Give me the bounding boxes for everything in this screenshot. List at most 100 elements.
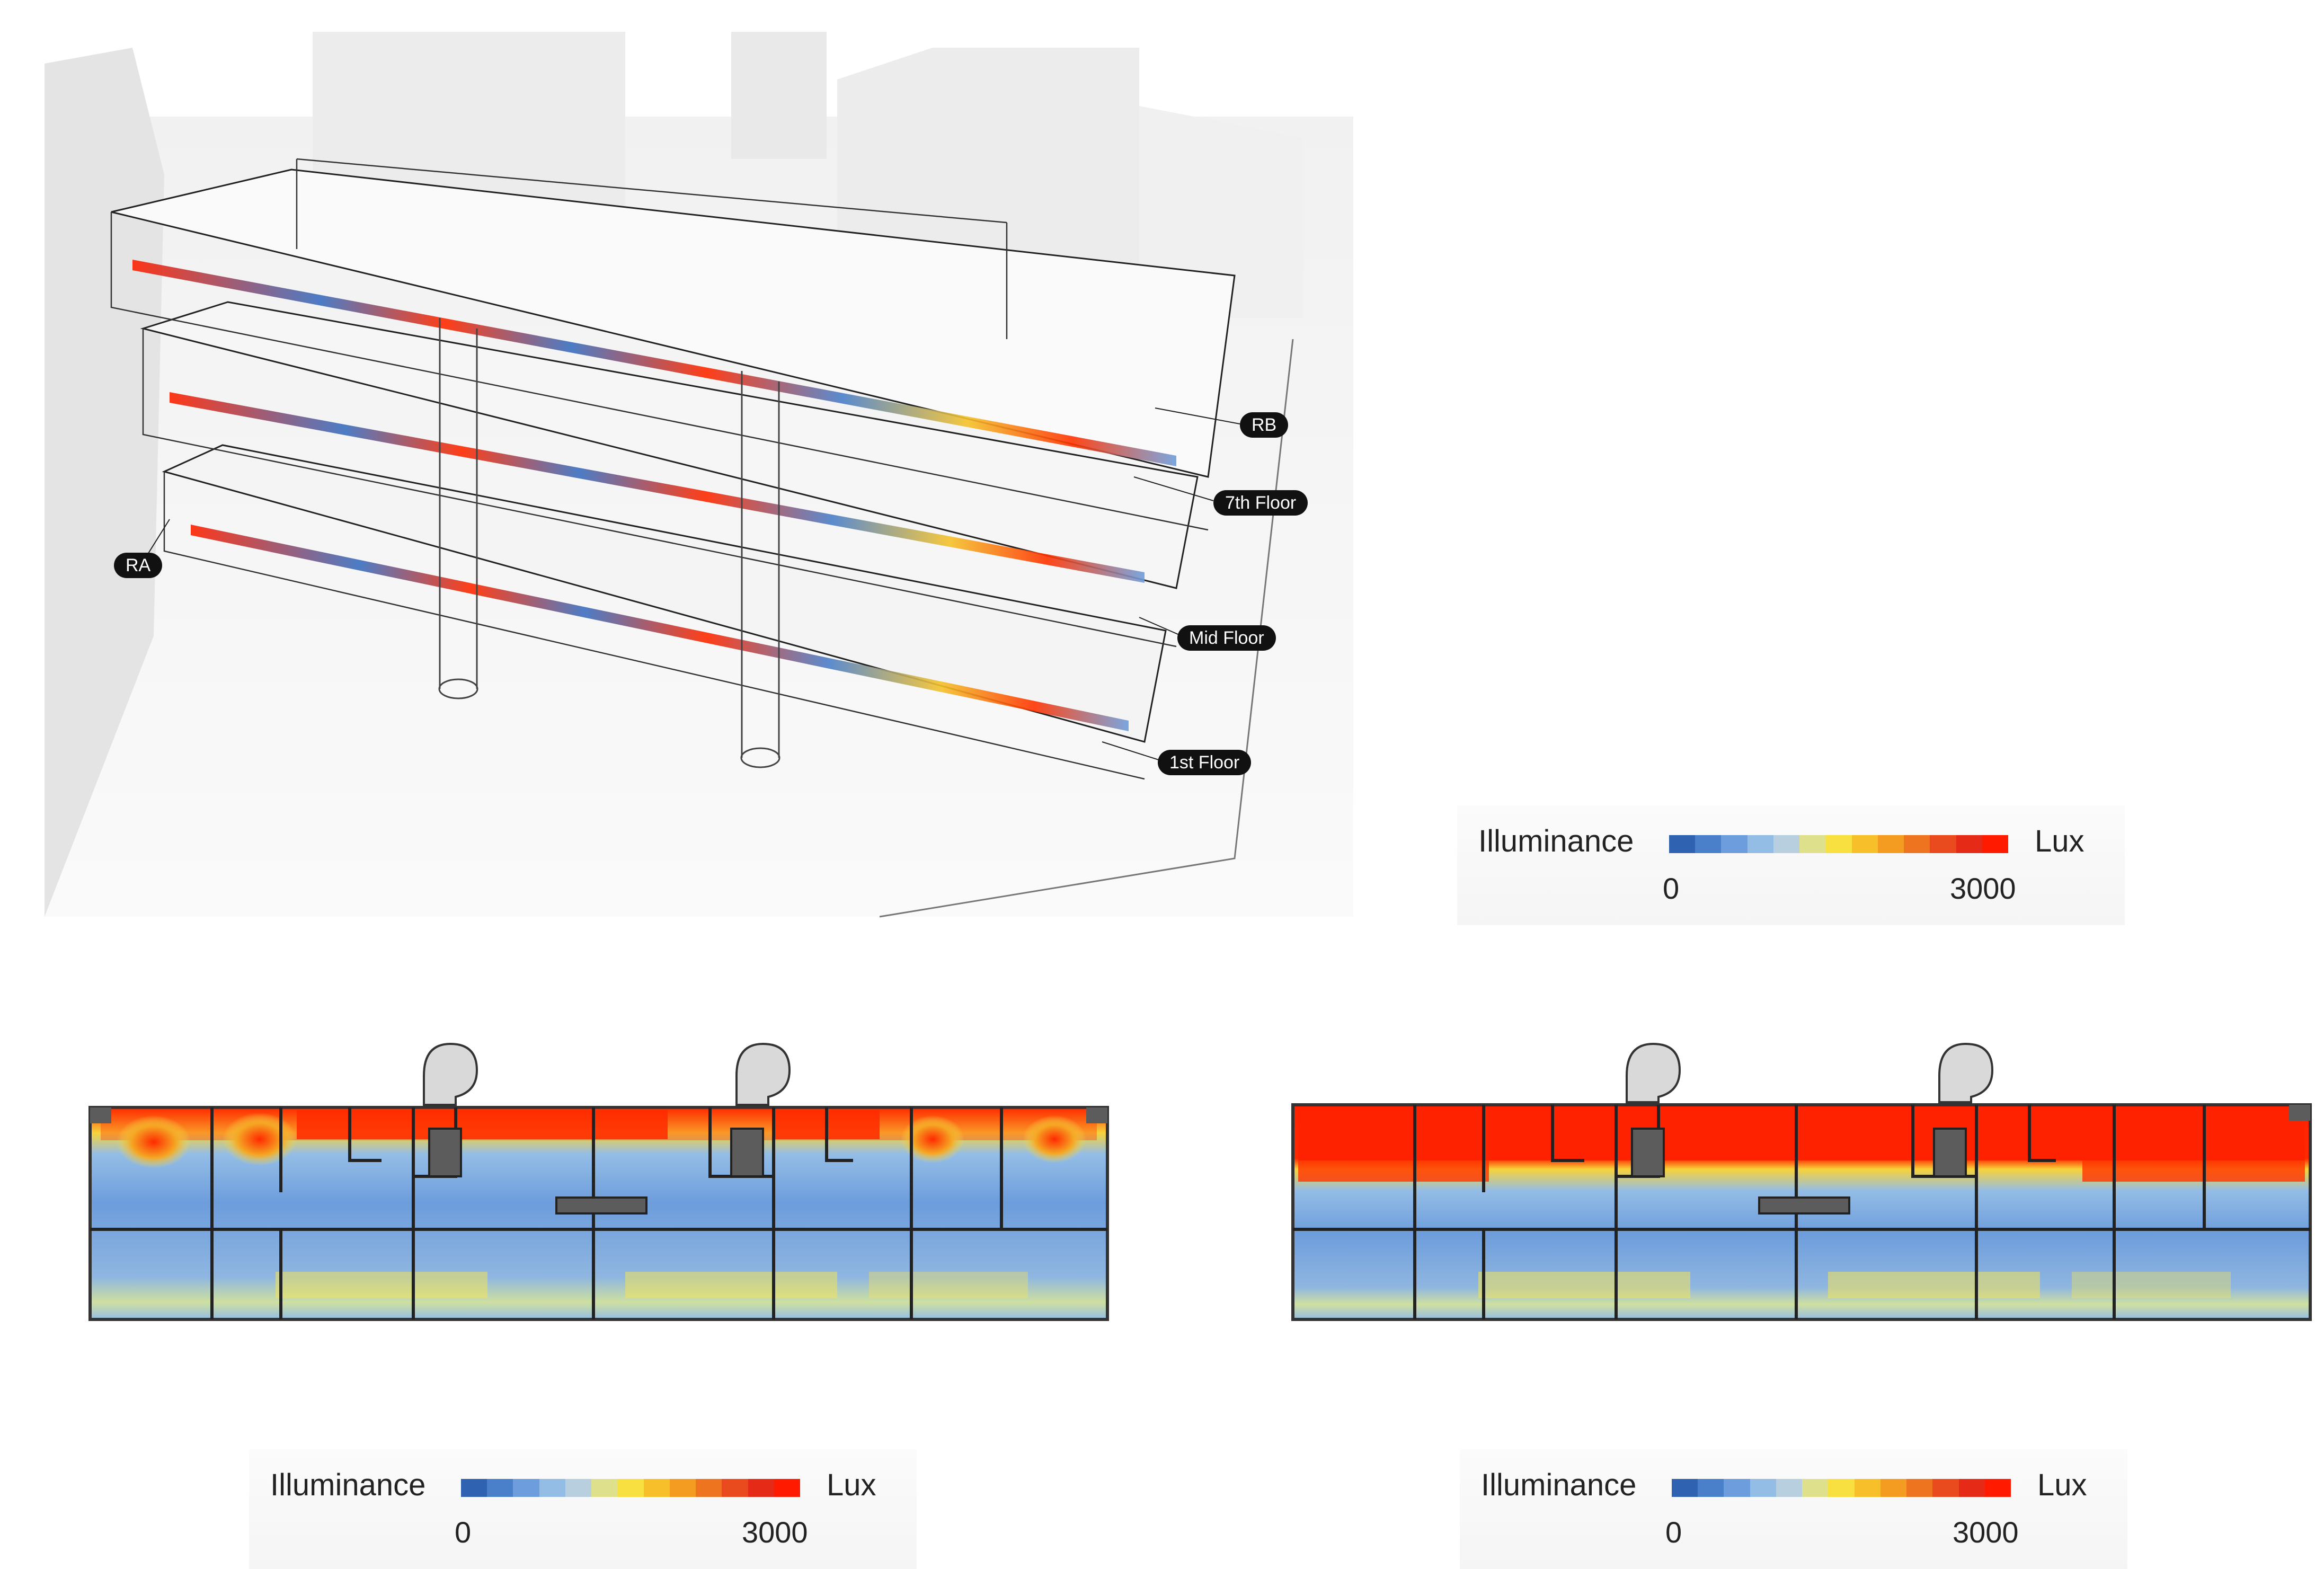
color-scale-swatch xyxy=(748,1479,774,1497)
bright-zone xyxy=(276,1272,487,1298)
end-block xyxy=(2289,1105,2310,1121)
color-scale-swatch xyxy=(461,1479,487,1497)
color-scale-swatch xyxy=(1672,1479,1698,1497)
color-scale-swatch xyxy=(1906,1479,1933,1497)
legend-title: Illuminance xyxy=(1481,1468,1637,1502)
color-scale-swatch xyxy=(617,1479,644,1497)
hot-spot xyxy=(223,1113,297,1166)
color-scale-swatch xyxy=(1851,835,1878,853)
3d-daylight-model xyxy=(45,32,1353,918)
illuminance-legend-top: Illuminance Lux 0 3000 xyxy=(1457,805,2125,925)
color-scale-swatch xyxy=(1776,1479,1803,1497)
color-scale-swatch xyxy=(1695,835,1722,853)
color-scale-swatch xyxy=(722,1479,748,1497)
color-scale-swatch xyxy=(1825,835,1852,853)
color-scale-swatch xyxy=(1773,835,1800,853)
color-scale-swatch xyxy=(1750,1479,1776,1497)
legend-title: Illuminance xyxy=(270,1468,426,1502)
core-block xyxy=(428,1128,462,1177)
color-scale-bar xyxy=(1672,1479,2011,1497)
core-block xyxy=(1933,1128,1967,1177)
color-scale-swatch xyxy=(1904,835,1930,853)
core-block xyxy=(555,1196,647,1215)
legend-unit: Lux xyxy=(2035,824,2084,858)
color-scale-swatch xyxy=(539,1479,565,1497)
color-scale-swatch xyxy=(487,1479,513,1497)
color-scale-swatch xyxy=(1802,1479,1829,1497)
stair-tower xyxy=(1938,1042,1994,1103)
stair-tower xyxy=(423,1042,478,1106)
floor-slab-1st xyxy=(162,444,1167,743)
bright-zone xyxy=(625,1272,837,1298)
color-scale-swatch xyxy=(1721,835,1748,853)
end-block xyxy=(1086,1107,1107,1123)
hot-band xyxy=(2082,1160,2305,1182)
color-scale-swatch xyxy=(1669,835,1696,853)
hot-spot xyxy=(901,1115,964,1163)
label-ra: RA xyxy=(114,553,163,578)
stair-core-left xyxy=(438,318,478,699)
color-scale-swatch xyxy=(1880,1479,1907,1497)
color-scale-swatch xyxy=(696,1479,722,1497)
floor-plan-illuminance-left xyxy=(88,1042,1109,1321)
color-scale-swatch xyxy=(591,1479,618,1497)
color-scale-swatch xyxy=(1982,835,2009,853)
color-scale-swatch xyxy=(513,1479,539,1497)
legend-min: 0 xyxy=(1663,872,1680,905)
label-rb: RB xyxy=(1240,412,1289,438)
color-scale-swatch xyxy=(1724,1479,1750,1497)
hot-band xyxy=(297,1110,668,1139)
legend-min: 0 xyxy=(1665,1515,1682,1549)
color-scale-swatch xyxy=(1747,835,1773,853)
bright-zone xyxy=(1478,1272,1690,1298)
color-scale-swatch xyxy=(643,1479,670,1497)
floor-slab-mid xyxy=(140,301,1199,589)
legend-unit: Lux xyxy=(2037,1468,2087,1502)
core-block xyxy=(730,1128,764,1177)
stair-tower xyxy=(735,1042,791,1106)
color-scale-swatch xyxy=(1877,835,1904,853)
legend-max: 3000 xyxy=(1953,1515,2019,1549)
color-scale-swatch xyxy=(774,1479,801,1497)
end-block xyxy=(90,1107,111,1123)
hot-band xyxy=(1298,1107,2305,1160)
color-scale-swatch xyxy=(1932,1479,1959,1497)
context-building-far-right xyxy=(1139,106,1303,318)
bright-zone xyxy=(1828,1272,2040,1298)
label-mid-floor: Mid Floor xyxy=(1177,625,1276,651)
color-scale-swatch xyxy=(1930,835,1956,853)
legend-min: 0 xyxy=(455,1515,472,1549)
bright-zone xyxy=(2072,1272,2231,1298)
hot-spot xyxy=(1023,1115,1086,1163)
facade-wireframe xyxy=(110,158,1209,780)
color-scale-bar xyxy=(1669,835,2009,853)
color-scale-swatch xyxy=(1956,835,1982,853)
core-block xyxy=(1758,1196,1850,1215)
color-scale-swatch xyxy=(669,1479,696,1497)
context-building-right xyxy=(837,48,1139,276)
legend-max: 3000 xyxy=(1950,872,2016,905)
label-7th-floor: 7th Floor xyxy=(1213,490,1308,516)
color-scale-swatch xyxy=(1828,1479,1855,1497)
core-block xyxy=(1631,1128,1665,1177)
context-building-tower2 xyxy=(731,32,827,159)
floor-slab-7th xyxy=(111,169,1236,478)
bright-zone xyxy=(869,1272,1028,1298)
color-scale-swatch xyxy=(565,1479,592,1497)
legend-title: Illuminance xyxy=(1478,824,1634,858)
hot-band xyxy=(1298,1160,1489,1182)
color-scale-bar xyxy=(461,1479,801,1497)
context-building-tower xyxy=(313,32,625,223)
color-scale-swatch xyxy=(1698,1479,1724,1497)
floor-plan-illuminance-right xyxy=(1291,1042,2312,1321)
legend-max: 3000 xyxy=(742,1515,808,1549)
color-scale-swatch xyxy=(1854,1479,1881,1497)
illuminance-legend-bottom-right: Illuminance Lux 0 3000 xyxy=(1460,1449,2127,1569)
label-1st-floor: 1st Floor xyxy=(1158,750,1252,775)
illuminance-legend-bottom-left: Illuminance Lux 0 3000 xyxy=(249,1449,917,1569)
stair-core-right xyxy=(740,371,780,768)
hot-spot xyxy=(117,1115,191,1168)
color-scale-swatch xyxy=(1958,1479,1985,1497)
legend-unit: Lux xyxy=(827,1468,876,1502)
color-scale-swatch xyxy=(1984,1479,2011,1497)
